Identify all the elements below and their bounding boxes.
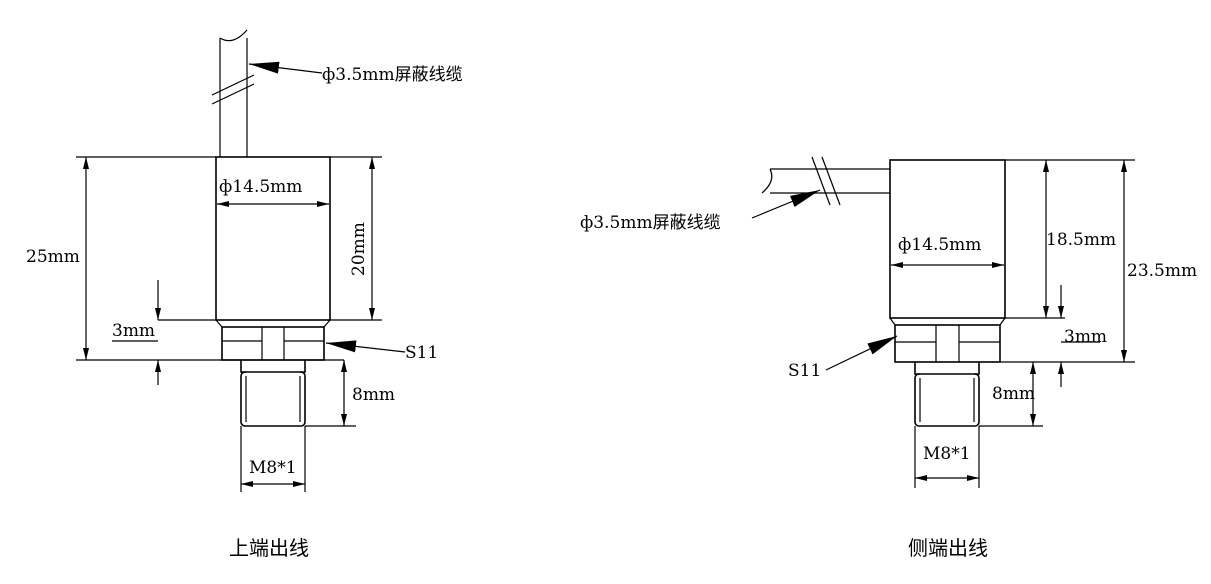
top-outlet-caption: 上端出线 (229, 536, 309, 560)
top-cable-leader (248, 61, 323, 74)
top-hex-leader (325, 340, 406, 353)
side-body-height-label: 18.5mm (1046, 230, 1116, 250)
top-body-height-label: 20mm (349, 222, 369, 276)
side-hex-label: S11 (788, 361, 821, 381)
side-thread-spec-label: M8*1 (923, 444, 971, 464)
side-hex (889, 317, 1006, 363)
side-outlet-view: ф3.5mm屏蔽线缆 ф14.5mm S11 (580, 156, 1197, 560)
side-thread (914, 362, 980, 427)
side-body (889, 159, 1006, 319)
side-total-height-label: 23.5mm (1127, 261, 1197, 281)
side-outlet-caption: 侧端出线 (908, 536, 988, 560)
top-body (215, 156, 331, 321)
top-hex (215, 319, 331, 361)
side-cable (761, 156, 890, 206)
top-outlet-view: ф3.5mm屏蔽线缆 ф14.5mm S11 (26, 29, 463, 560)
top-hex-label: S11 (405, 343, 438, 363)
top-cable (211, 29, 255, 157)
top-body-diameter-label: ф14.5mm (219, 177, 302, 197)
top-hex-height-label: 3mm (112, 321, 155, 341)
top-thread-length-label: 8mm (352, 385, 395, 405)
side-cable-leader (751, 189, 821, 219)
side-hex-leader (825, 335, 898, 371)
side-thread-length-label: 8mm (992, 384, 1035, 404)
top-total-height-label: 25mm (26, 247, 80, 267)
top-thread-spec-label: M8*1 (249, 458, 297, 478)
side-hex-height-label: 3mm (1064, 327, 1107, 347)
side-body-diameter-label: ф14.5mm (898, 235, 981, 255)
top-thread (240, 360, 306, 427)
side-cable-label: ф3.5mm屏蔽线缆 (580, 213, 721, 233)
top-cable-label: ф3.5mm屏蔽线缆 (322, 65, 463, 85)
